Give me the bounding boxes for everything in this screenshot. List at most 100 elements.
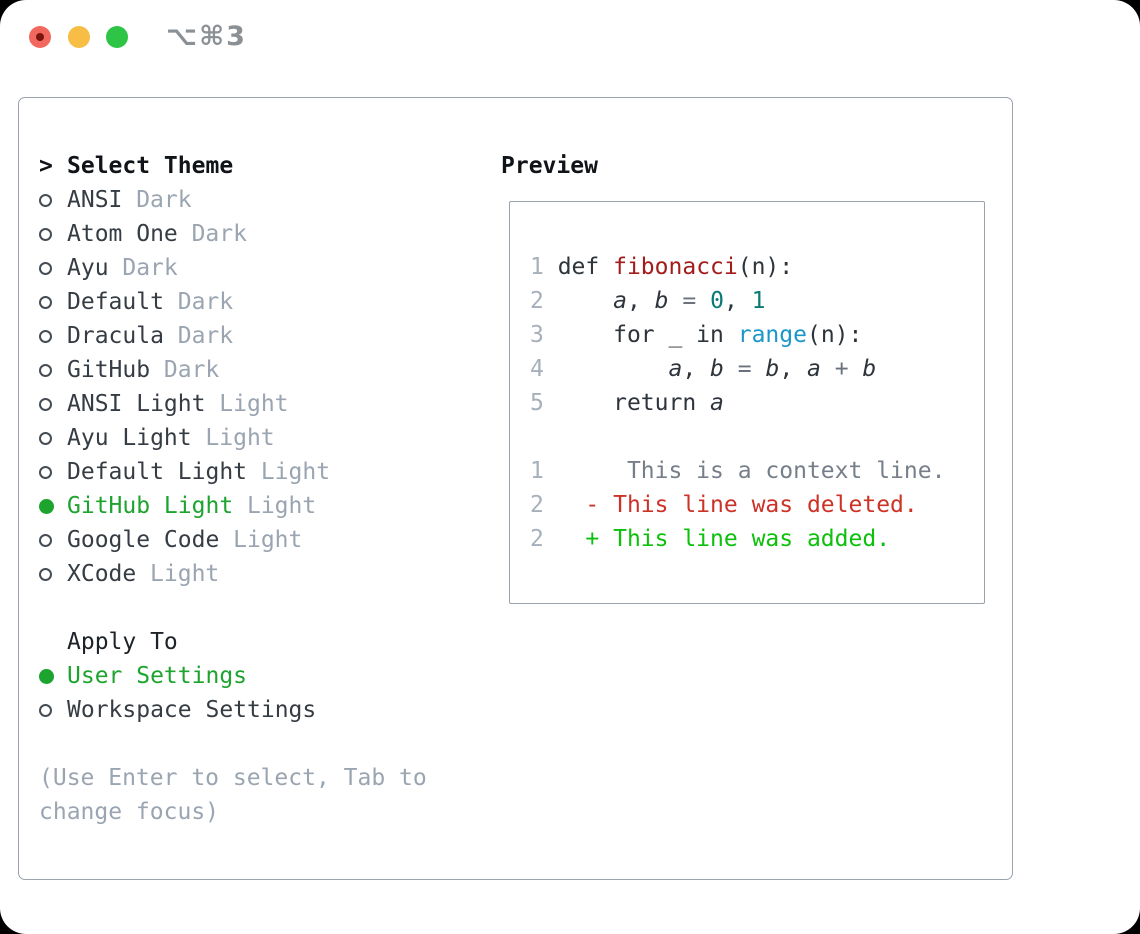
theme-variant-tag: Light [246,493,317,519]
radio-unselected-icon [39,703,67,717]
code-segment: b [654,288,669,314]
code-segment: b [710,356,724,382]
line-number: 2 [530,492,544,518]
select-theme-header: > Select Theme [39,149,427,183]
focus-prompt-icon: > [39,153,53,179]
radio-unselected-icon [39,363,67,377]
code-line: 1 This is a context line. [530,454,984,488]
option-label: Ayu [67,255,109,281]
spacer [39,591,427,625]
line-number: 1 [530,254,544,280]
code-segment: 1 [751,288,766,314]
code-segment: (n): [737,254,794,280]
theme-option-github-light[interactable]: GitHub Light Light [39,489,427,523]
code-segment: a [807,356,821,382]
option-label: Ayu Light [67,425,192,451]
code-segment: range [737,322,807,348]
code-segment: = [668,288,711,314]
code-segment: This is a context line. [543,458,946,484]
code-line: 2 - This line was deleted. [530,488,984,522]
option-label: ANSI Light [67,391,206,417]
line-number: 1 [530,458,544,484]
radio-unselected-icon [39,397,67,411]
code-segment: def [543,254,614,280]
code-segment: , [682,356,711,382]
radio-unselected-icon [39,261,67,275]
theme-option-atom-one[interactable]: Atom One Dark [39,217,427,251]
theme-variant-tag: Light [260,459,331,485]
code-segment: a [668,356,683,382]
code-segment: , [723,288,752,314]
option-label: Default Light [67,459,248,485]
option-label: Google Code [67,527,220,553]
theme-option-dracula[interactable]: Dracula Dark [39,319,427,353]
radio-selected-icon [39,498,67,514]
titlebar: ⌥⌘3 [0,0,1140,74]
code-segment: return [543,390,711,416]
code-segment: 0 [710,288,724,314]
close-button[interactable] [29,26,51,48]
option-label: ANSI [67,187,123,213]
radio-unselected-icon [39,329,67,343]
code-line: 3 for _ in range(n): [530,318,984,352]
line-number: 2 [530,526,544,552]
theme-option-ansi-light[interactable]: ANSI Light Light [39,387,427,421]
code-segment: fibonacci [613,254,738,280]
window-title: ⌥⌘3 [166,21,247,52]
code-segment: b [765,356,780,382]
theme-variant-tag: Light [205,425,275,451]
option-label: Default [67,289,164,315]
option-label: Workspace Settings [67,697,317,723]
theme-variant-tag: Light [150,561,220,587]
theme-option-default[interactable]: Default Dark [39,285,427,319]
spacer [39,727,427,761]
theme-variant-tag: Dark [177,289,234,315]
option-label: GitHub [67,357,151,383]
theme-option-xcode[interactable]: XCode Light [39,557,427,591]
option-label: XCode [67,561,137,587]
apply-to-header: Apply To [39,625,427,659]
theme-variant-tag: Dark [191,221,247,247]
select-theme-title: Select Theme [67,153,234,179]
code-segment: = [723,356,766,382]
code-line [530,420,984,454]
apply-option-user-settings[interactable]: User Settings [39,659,427,693]
radio-unselected-icon [39,465,67,479]
code-line: 2 + This line was added. [530,522,984,556]
radio-unselected-icon [39,193,67,207]
code-line: 4 a, b = b, a + b [530,352,984,386]
code-segment: a [710,390,724,416]
theme-option-default-light[interactable]: Default Light Light [39,455,427,489]
option-label: User Settings [67,663,248,689]
theme-variant-tag: Light [219,391,289,417]
code-segment: a [613,288,627,314]
code-segment: - This line was deleted. [543,492,918,518]
theme-variant-tag: Dark [177,323,234,349]
code-segment: (n): [806,322,863,348]
radio-unselected-icon [39,567,67,581]
code-segment: + This line was added. [543,526,891,552]
code-segment [544,288,613,314]
code-segment: b [862,356,877,382]
option-label: GitHub Light [67,493,234,519]
zoom-button[interactable] [106,26,128,48]
option-label: Dracula [67,323,164,349]
line-number: 2 [530,288,544,314]
hint-text-line1: (Use Enter to select, Tab to [39,765,427,791]
theme-option-ayu-light[interactable]: Ayu Light Light [39,421,427,455]
radio-unselected-icon [39,431,67,445]
option-label: Atom One [67,221,178,247]
minimize-button[interactable] [68,26,90,48]
apply-option-workspace-settings[interactable]: Workspace Settings [39,693,427,727]
line-number: 3 [530,322,544,348]
